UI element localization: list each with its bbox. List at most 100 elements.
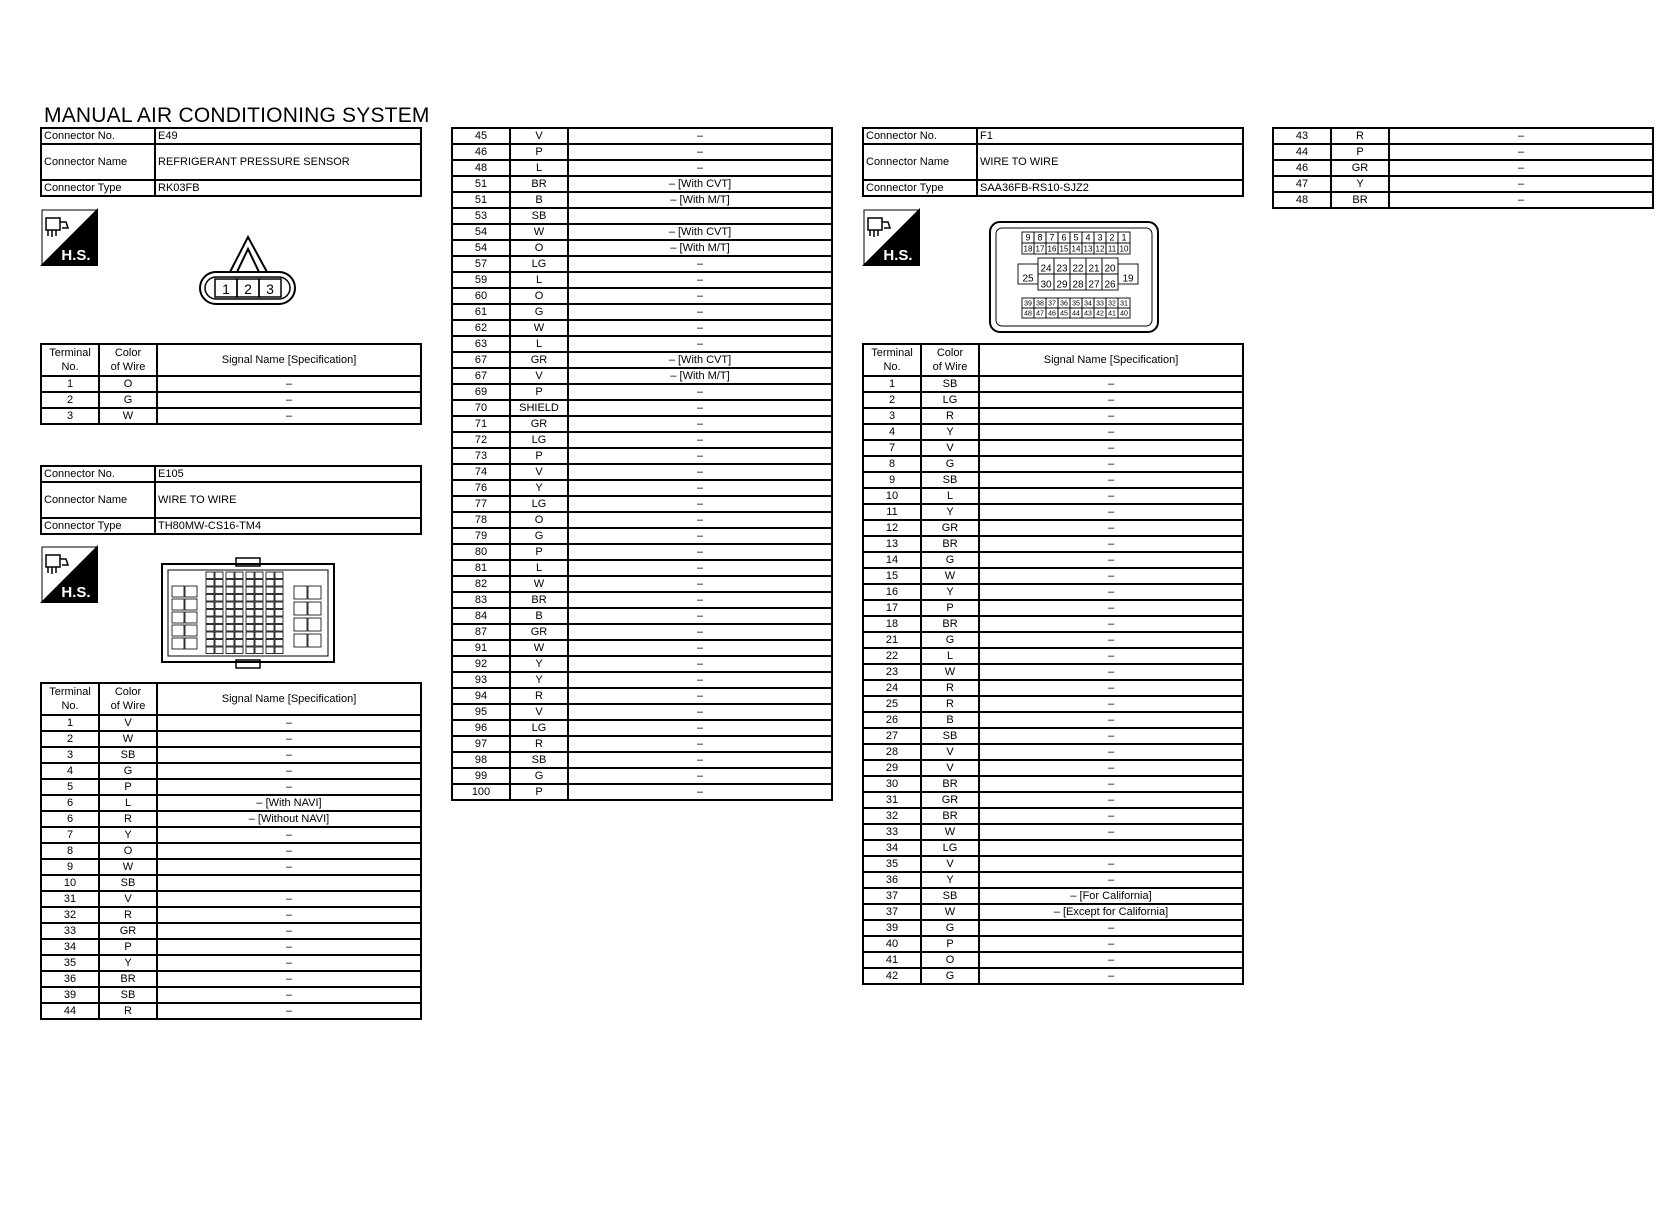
signal-name: – — [156, 922, 422, 940]
signal-name: – — [567, 687, 833, 705]
terminal-no: 62 — [451, 319, 511, 337]
signal-name: – — [567, 143, 833, 161]
terminal-no: 31 — [40, 890, 100, 908]
svg-text:26: 26 — [1104, 280, 1116, 291]
terminal-no: 41 — [862, 951, 922, 969]
wire-color: W — [920, 903, 980, 921]
terminal-no: 1 — [40, 714, 100, 732]
hs-badge-icon: H.S. — [40, 545, 98, 603]
terminal-no: 44 — [1272, 143, 1332, 161]
signal-header: Signal Name [Specification] — [156, 682, 422, 716]
terminal-no: 10 — [40, 874, 100, 892]
wire-color: P — [920, 935, 980, 953]
signal-name: – — [156, 1002, 422, 1020]
wire-color: Y — [98, 954, 158, 972]
wire-color: R — [98, 1002, 158, 1020]
terminal-no: 99 — [451, 767, 511, 785]
wire-color: GR — [509, 351, 569, 369]
signal-name: – [Except for California] — [978, 903, 1244, 921]
terminal-no: 96 — [451, 719, 511, 737]
signal-name: – — [567, 671, 833, 689]
signal-name: – — [567, 719, 833, 737]
svg-text:28: 28 — [1072, 280, 1084, 291]
wire-color: W — [98, 858, 158, 876]
wire-color: R — [920, 679, 980, 697]
wire-color: R — [98, 810, 158, 828]
terminal-no: 8 — [40, 842, 100, 860]
terminal-no: 3 — [862, 407, 922, 425]
terminal-no: 77 — [451, 495, 511, 513]
terminal-no: 79 — [451, 527, 511, 545]
wire-color: SB — [920, 375, 980, 393]
signal-name: – [With CVT] — [567, 175, 833, 193]
terminal-no: 8 — [862, 455, 922, 473]
wire-color: SB — [920, 887, 980, 905]
terminal-no: 5 — [40, 778, 100, 796]
svg-text:2: 2 — [244, 281, 252, 297]
signal-name: – [Without NAVI] — [156, 810, 422, 828]
terminal-no: 83 — [451, 591, 511, 609]
signal-name: – — [567, 447, 833, 465]
signal-name: – — [978, 807, 1244, 825]
wire-color: P — [509, 447, 569, 465]
hs-badge-text: H.S. — [61, 247, 90, 264]
signal-name: – — [567, 159, 833, 177]
label-connector-name: Connector Name — [40, 481, 156, 519]
wire-color: BR — [1330, 191, 1390, 209]
svg-text:38: 38 — [1036, 301, 1044, 308]
signal-name: – — [567, 511, 833, 529]
signal-name: – — [156, 858, 422, 876]
svg-text:29: 29 — [1056, 280, 1068, 291]
wire-color: P — [509, 143, 569, 161]
svg-text:13: 13 — [1084, 245, 1093, 254]
signal-name: – — [978, 423, 1244, 441]
terminal-no: 51 — [451, 175, 511, 193]
signal-name: – — [567, 319, 833, 337]
signal-name: – — [156, 906, 422, 924]
terminal-no: 54 — [451, 223, 511, 241]
terminal-no: 2 — [862, 391, 922, 409]
signal-name: – — [567, 639, 833, 657]
terminal-no: 26 — [862, 711, 922, 729]
hs-badge-icon: H.S. — [862, 208, 920, 266]
svg-text:41: 41 — [1108, 311, 1116, 318]
signal-name: – — [156, 375, 422, 393]
signal-name: – — [978, 919, 1244, 937]
wire-color: V — [920, 759, 980, 777]
wire-color: G — [509, 527, 569, 545]
terminal-no: 72 — [451, 431, 511, 449]
terminal-no: 70 — [451, 399, 511, 417]
wire-color: Y — [920, 871, 980, 889]
terminal-no: 1 — [862, 375, 922, 393]
signal-name — [156, 874, 422, 892]
wire-color: W — [509, 639, 569, 657]
signal-name: – — [978, 647, 1244, 665]
signal-name: – — [567, 767, 833, 785]
svg-text:11: 11 — [1108, 245, 1117, 254]
wire-color: L — [509, 159, 569, 177]
wire-color: GR — [509, 623, 569, 641]
terminal-no: 15 — [862, 567, 922, 585]
